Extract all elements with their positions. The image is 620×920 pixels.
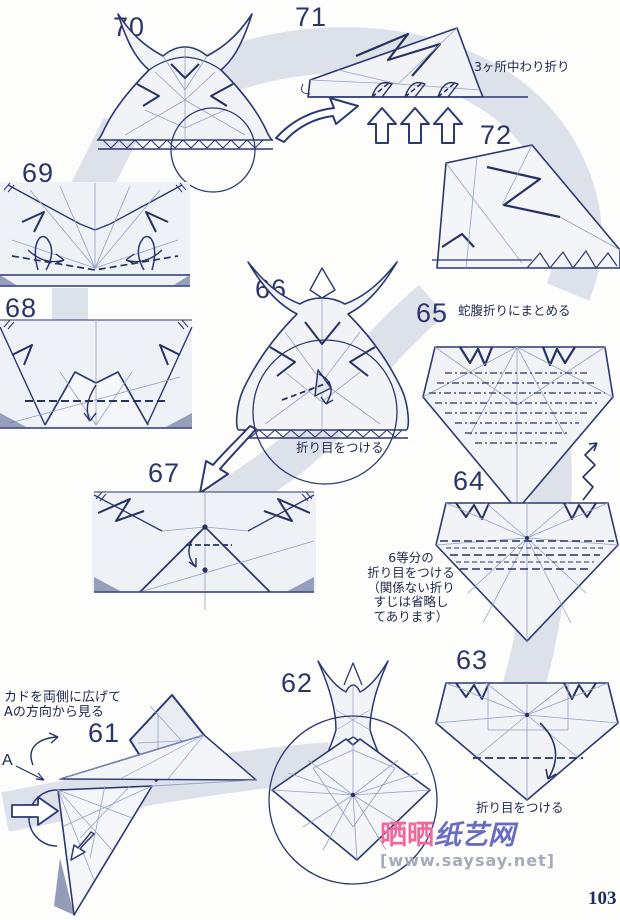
magnifier-circle-62 bbox=[268, 715, 438, 885]
step-71-diagram bbox=[301, 27, 528, 144]
watermark-url: [www.saysay.net] bbox=[380, 851, 556, 870]
zoom-arrow-70-to-71-icon bbox=[275, 97, 359, 143]
step-67-diagram bbox=[92, 491, 316, 610]
step-63-number: 63 bbox=[456, 645, 489, 675]
push-up-arrow-icon bbox=[367, 107, 397, 144]
small-open-arrow-icon bbox=[70, 831, 95, 861]
step-71-note: 3ヶ所中わり折り bbox=[474, 59, 570, 74]
step-65-note: 蛇腹折りにまとめる bbox=[458, 303, 571, 318]
step-64-diagram bbox=[435, 502, 619, 642]
page-number: 103 bbox=[588, 888, 617, 909]
watermark: 晒晒纸艺网 [www.saysay.net] bbox=[380, 822, 590, 870]
step-72-number: 72 bbox=[480, 120, 513, 150]
step-62-number: 62 bbox=[281, 668, 314, 698]
step-63-diagram bbox=[435, 682, 619, 801]
accordion-spring-arrow-icon bbox=[582, 442, 598, 501]
step-61-diagram bbox=[11, 694, 257, 916]
a-pointer-arrow-icon bbox=[15, 765, 45, 781]
step-66-note: 折り目をつける bbox=[296, 440, 384, 455]
step-71-number: 71 bbox=[295, 2, 328, 32]
push-up-arrow-icon bbox=[400, 107, 430, 144]
step-62-diagram bbox=[268, 660, 438, 885]
step-63-note: 折り目をつける bbox=[476, 800, 564, 815]
step-68-number: 68 bbox=[5, 293, 38, 323]
step-68-diagram bbox=[0, 319, 193, 429]
step-61-point-a-label: A bbox=[2, 752, 13, 769]
step-64-number: 64 bbox=[453, 466, 486, 496]
step-61-number: 61 bbox=[88, 718, 121, 748]
step-64-note: 6等分の 折り目をつける （関係ない折り すじは省略し てあります） bbox=[367, 550, 455, 624]
step-72-diagram bbox=[432, 144, 620, 269]
step-61-note: カドを両側に広げて Aの方向から見る bbox=[4, 690, 122, 721]
push-right-arrow-icon bbox=[11, 796, 59, 826]
step-69-diagram bbox=[0, 182, 190, 287]
step-65-diagram bbox=[422, 346, 614, 511]
magnifier-circle-66 bbox=[252, 339, 398, 485]
push-up-arrow-icon bbox=[433, 107, 463, 144]
step-67-number: 67 bbox=[148, 458, 181, 488]
step-65-number: 65 bbox=[416, 298, 449, 328]
magnifier-circle-70 bbox=[170, 107, 256, 193]
watermark-brand-pink: 晒晒 bbox=[380, 820, 434, 851]
zoom-arrow-66-to-67-icon bbox=[199, 425, 257, 494]
step-66-diagram bbox=[235, 261, 410, 485]
watermark-brand-blue: 纸艺网 bbox=[434, 820, 515, 851]
step-70-diagram bbox=[96, 13, 274, 193]
